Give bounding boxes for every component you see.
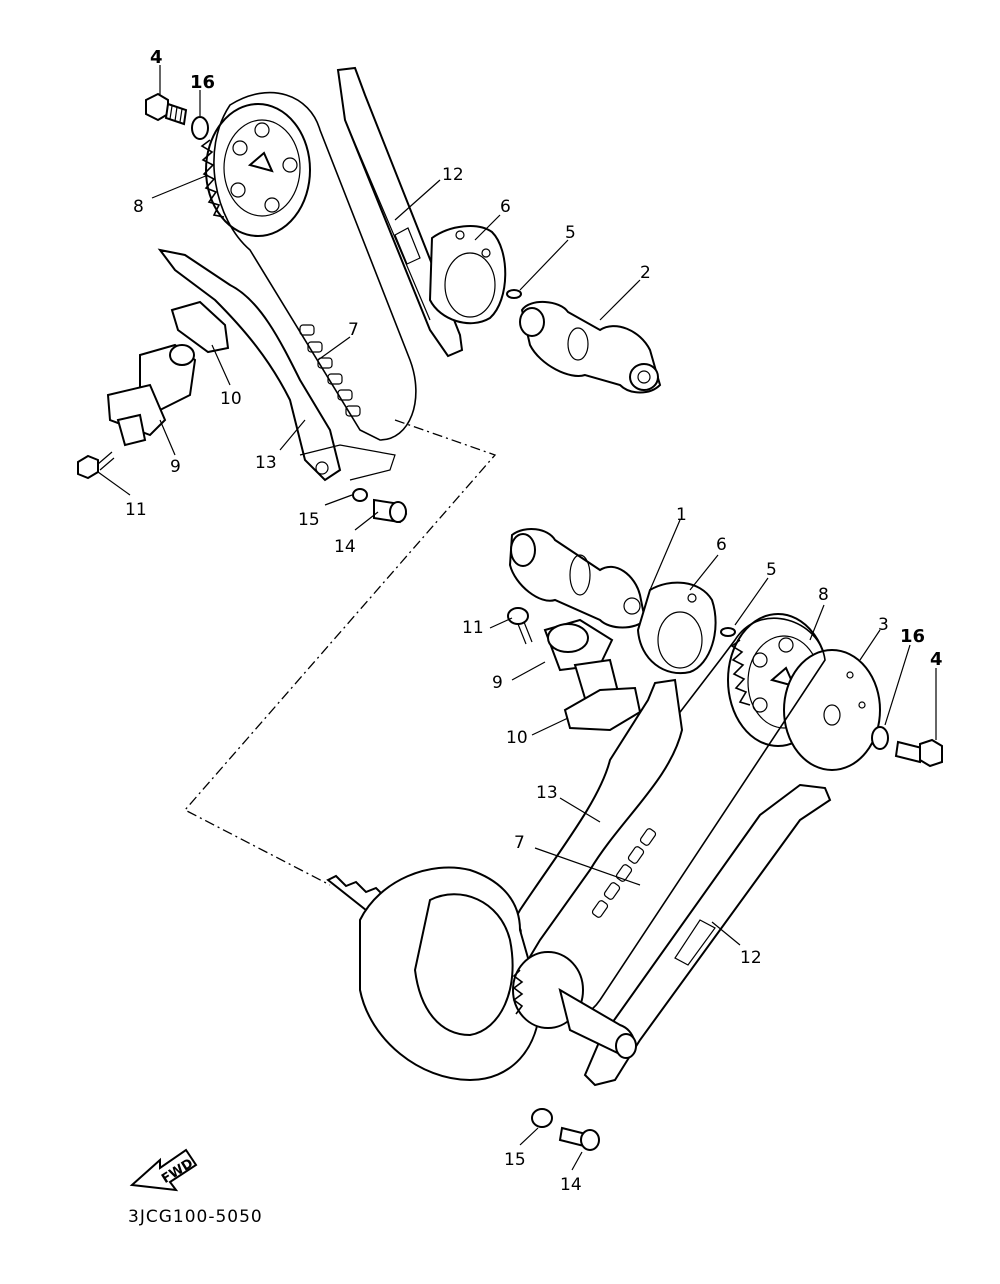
assembly-link-line [183, 419, 497, 886]
lower-assembly [326, 528, 943, 1151]
callout-upper-13: 13 [255, 453, 277, 473]
fwd-arrow-icon: FWD [129, 1148, 198, 1192]
callout-upper-8: 8 [133, 197, 144, 217]
callout-lower-7: 7 [514, 833, 525, 853]
callout-upper-15: 15 [298, 510, 320, 530]
callout-lower-13: 13 [536, 783, 558, 803]
diagram-code: 3JCG100-5050 [128, 1207, 263, 1227]
lower-decompressor-plate [636, 581, 717, 675]
callout-lower-1: 1 [676, 505, 687, 525]
crankshaft [326, 866, 637, 1082]
lower-tensioner-bolt [507, 607, 533, 645]
callout-upper-5: 5 [565, 223, 576, 243]
upper-bolt-14 [373, 498, 408, 524]
callout-lower-11: 11 [462, 618, 484, 638]
upper-chain-links [299, 324, 361, 417]
callout-upper-14: 14 [334, 537, 356, 557]
callout-upper-10: 10 [220, 389, 242, 409]
callout-lower-4: 4 [930, 649, 943, 670]
callout-upper-4: 4 [150, 47, 163, 68]
callout-lower-10: 10 [506, 728, 528, 748]
lower-chain-links [591, 828, 657, 918]
upper-decompressor-plate [428, 225, 507, 325]
upper-callouts: 4 16 8 12 6 5 2 7 10 9 13 11 15 14 [125, 47, 651, 557]
sprocket-plate [783, 649, 881, 771]
callout-lower-5: 5 [766, 560, 777, 580]
upper-washer [191, 116, 209, 140]
callout-lower-15: 15 [504, 1150, 526, 1170]
upper-washer-15 [352, 488, 368, 502]
callout-upper-9: 9 [170, 457, 181, 477]
upper-tensioner-bolt [77, 451, 115, 480]
callout-upper-12: 12 [442, 165, 464, 185]
callout-lower-8: 8 [818, 585, 829, 605]
callout-upper-6: 6 [500, 197, 511, 217]
lower-callouts: 1 6 5 8 3 16 4 11 9 10 13 7 12 15 14 [462, 505, 943, 1195]
upper-cam-sprocket [200, 103, 311, 237]
upper-pin [506, 289, 522, 299]
lower-washer-16 [871, 726, 889, 750]
lower-washer-15 [531, 1108, 553, 1128]
upper-camshaft [519, 301, 662, 394]
lower-bolt-14 [558, 1126, 600, 1151]
upper-timing-chain [213, 91, 417, 441]
callout-lower-3: 3 [878, 615, 889, 635]
callout-upper-16: 16 [190, 72, 215, 93]
upper-bolt [145, 92, 188, 126]
lower-pin [720, 627, 736, 637]
leader-lines [97, 65, 937, 1171]
callout-upper-2: 2 [640, 263, 651, 283]
lower-camshaft [508, 528, 647, 629]
callout-lower-16: 16 [900, 626, 925, 647]
upper-assembly [77, 66, 662, 886]
lower-bolt-4 [894, 738, 943, 768]
upper-chain-tensioner [106, 343, 197, 447]
upper-tensioner-guide [157, 248, 342, 482]
upper-tensioner-gasket [170, 300, 230, 354]
callout-lower-9: 9 [492, 673, 503, 693]
callout-upper-7: 7 [348, 320, 359, 340]
callout-upper-11: 11 [125, 500, 147, 520]
lower-tensioner-gasket [563, 686, 642, 732]
callout-lower-6: 6 [716, 535, 727, 555]
callout-lower-14: 14 [560, 1175, 582, 1195]
callout-lower-12: 12 [740, 948, 762, 968]
